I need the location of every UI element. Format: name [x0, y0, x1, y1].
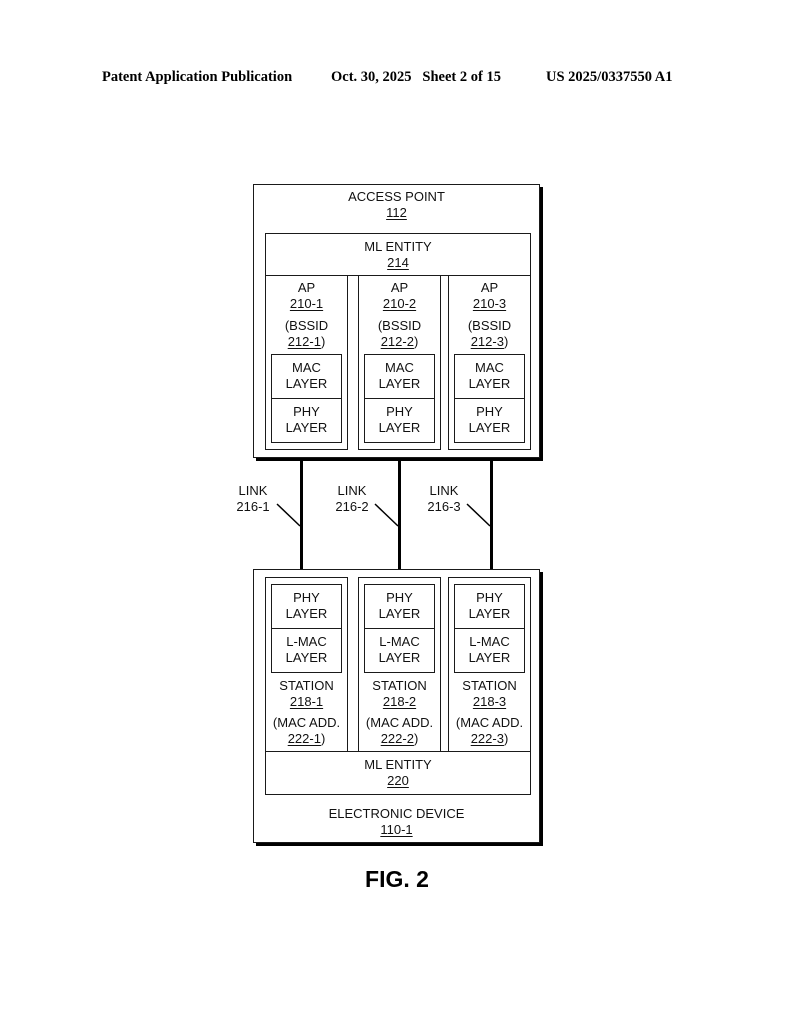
- link-216-1-title: LINK: [238, 483, 268, 498]
- link-216-1-ref: 216-1: [236, 499, 270, 514]
- bssid-label: (BSSID: [467, 318, 512, 333]
- station-ref: 218-2: [382, 694, 417, 709]
- mac-layer-label: MAC: [385, 360, 414, 375]
- access-point-ref: 112: [386, 205, 407, 220]
- bssid-label: (BSSID: [284, 318, 329, 333]
- lmac-layer-label: LAYER: [468, 650, 511, 665]
- link-216-1-leader: [276, 503, 301, 527]
- date-sheet-label: Oct. 30, 2025 Sheet 2 of 15: [331, 69, 501, 85]
- ml-entity-214-box: ML ENTITY 214: [265, 233, 531, 276]
- link-216-3-line: [490, 460, 493, 570]
- phy-layer-box: PHY LAYER: [454, 584, 525, 629]
- mac-address-label: (MAC ADD.: [365, 715, 434, 730]
- lmac-layer-box: L-MAC LAYER: [271, 628, 342, 673]
- bssid-ref: 212-1: [287, 334, 321, 349]
- phy-layer-box: PHY LAYER: [364, 584, 435, 629]
- station-title: STATION: [462, 678, 517, 693]
- mac-address-label: (MAC ADD.: [455, 715, 524, 730]
- link-216-2-title: LINK: [337, 483, 367, 498]
- phy-layer-box: PHY LAYER: [271, 398, 342, 443]
- mac-layer-label: LAYER: [378, 376, 421, 391]
- mac-layer-label: MAC: [475, 360, 504, 375]
- ap-title: AP: [390, 280, 409, 295]
- station-ref: 218-1: [289, 694, 324, 709]
- phy-layer-label: LAYER: [285, 606, 328, 621]
- phy-layer-label: LAYER: [468, 420, 511, 435]
- link-216-3-leader: [466, 503, 491, 527]
- bssid-label: (BSSID: [377, 318, 422, 333]
- phy-layer-label: PHY: [386, 404, 413, 419]
- lmac-layer-label: LAYER: [285, 650, 328, 665]
- station-title: STATION: [279, 678, 334, 693]
- ap-title: AP: [480, 280, 499, 295]
- mac-address-label: (MAC ADD.: [272, 715, 341, 730]
- ml-entity-214-title: ML ENTITY: [364, 239, 432, 254]
- electronic-device-title: ELECTRONIC DEVICE: [328, 806, 465, 821]
- phy-layer-label: LAYER: [285, 420, 328, 435]
- phy-layer-box: PHY LAYER: [271, 584, 342, 629]
- station-ref: 218-3: [472, 694, 507, 709]
- phy-layer-label: PHY: [386, 590, 413, 605]
- mac-layer-label: LAYER: [285, 376, 328, 391]
- phy-layer-label: LAYER: [378, 606, 421, 621]
- lmac-layer-label: LAYER: [378, 650, 421, 665]
- publication-label: Patent Application Publication: [102, 69, 293, 85]
- mac-address-close: ): [413, 731, 419, 746]
- ml-entity-220-box: ML ENTITY 220: [265, 751, 531, 795]
- bssid-ref: 212-3: [470, 334, 504, 349]
- station-title: STATION: [372, 678, 427, 693]
- lmac-layer-label: L-MAC: [379, 634, 420, 649]
- lmac-layer-label: L-MAC: [469, 634, 510, 649]
- phy-layer-label: PHY: [476, 590, 503, 605]
- mac-layer-box: MAC LAYER: [364, 354, 435, 399]
- ap-ref: 210-3: [472, 296, 507, 311]
- lmac-layer-box: L-MAC LAYER: [364, 628, 435, 673]
- mac-layer-box: MAC LAYER: [271, 354, 342, 399]
- phy-layer-label: PHY: [476, 404, 503, 419]
- lmac-layer-box: L-MAC LAYER: [454, 628, 525, 673]
- phy-layer-label: LAYER: [468, 606, 511, 621]
- link-216-2-ref: 216-2: [335, 499, 369, 514]
- bssid-close: ): [413, 334, 419, 349]
- mac-layer-label: MAC: [292, 360, 321, 375]
- access-point-title: ACCESS POINT: [348, 189, 445, 204]
- link-216-3-ref: 216-3: [427, 499, 461, 514]
- phy-layer-label: PHY: [293, 404, 320, 419]
- lmac-layer-label: L-MAC: [286, 634, 327, 649]
- ml-entity-220-title: ML ENTITY: [364, 757, 432, 772]
- electronic-device-ref: 110-1: [380, 822, 413, 837]
- mac-address-close: ): [503, 731, 509, 746]
- phy-layer-box: PHY LAYER: [454, 398, 525, 443]
- ap-ref: 210-2: [382, 296, 417, 311]
- mac-address-ref: 222-3: [470, 731, 504, 746]
- link-216-2-line: [398, 460, 401, 570]
- phy-layer-label: PHY: [293, 590, 320, 605]
- mac-address-close: ): [320, 731, 326, 746]
- ap-title: AP: [297, 280, 316, 295]
- mac-address-ref: 222-1: [287, 731, 321, 746]
- link-216-3-title: LINK: [429, 483, 459, 498]
- link-216-2-leader: [374, 503, 399, 527]
- ml-entity-214-ref: 214: [387, 255, 409, 270]
- link-216-1-line: [300, 460, 303, 570]
- mac-address-ref: 222-2: [380, 731, 414, 746]
- publication-number: US 2025/0337550 A1: [546, 69, 673, 85]
- phy-layer-label: LAYER: [378, 420, 421, 435]
- mac-layer-label: LAYER: [468, 376, 511, 391]
- bssid-ref: 212-2: [380, 334, 414, 349]
- figure-label: FIG. 2: [365, 866, 429, 892]
- mac-layer-box: MAC LAYER: [454, 354, 525, 399]
- bssid-close: ): [320, 334, 326, 349]
- ml-entity-220-ref: 220: [387, 773, 409, 788]
- ap-ref: 210-1: [289, 296, 324, 311]
- bssid-close: ): [503, 334, 509, 349]
- phy-layer-box: PHY LAYER: [364, 398, 435, 443]
